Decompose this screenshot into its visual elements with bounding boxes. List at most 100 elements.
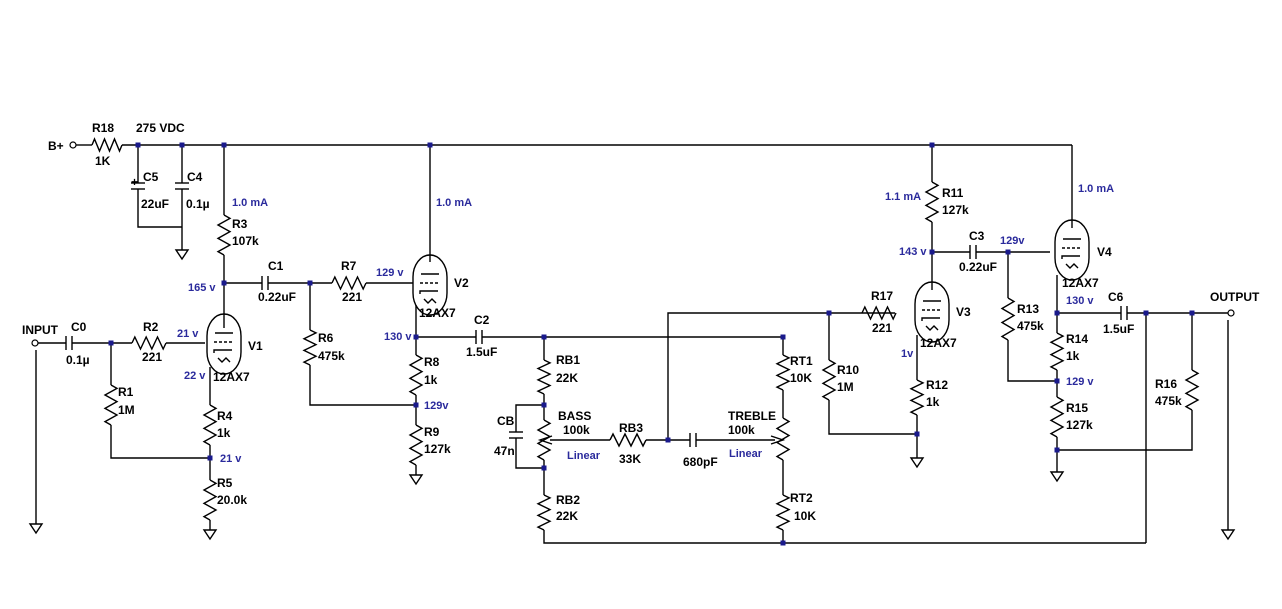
junction: [427, 142, 433, 148]
R9-resistor: [408, 424, 424, 466]
wire: [1007, 340, 1057, 382]
label-R13: R13: [1017, 302, 1039, 316]
label-BASS: BASS: [558, 409, 591, 423]
label-v129c: 129v: [1000, 235, 1025, 247]
junction: [135, 142, 141, 148]
label-CBv: 47n: [494, 444, 515, 458]
junction: [108, 340, 114, 346]
C5-capacitor: [131, 182, 145, 190]
label-output: OUTPUT: [1210, 290, 1260, 304]
label-v130b: 130 v: [1066, 295, 1094, 307]
label-R5v: 20.0k: [217, 493, 247, 507]
wires: [35, 144, 1229, 544]
label-V1t: 12AX7: [213, 370, 250, 384]
label-bplus: B+: [48, 139, 64, 153]
TREBLE-resistor: [775, 417, 791, 461]
label-v130a: 130 v: [384, 331, 412, 343]
R2-resistor: [131, 335, 167, 351]
label-supply: 275 VDC: [136, 121, 185, 135]
label-C0: C0: [71, 320, 87, 334]
label-R18: R18: [92, 121, 114, 135]
junction: [780, 540, 786, 546]
label-R2v: 221: [142, 350, 162, 364]
C6-capacitor: [1120, 306, 1128, 320]
junction: [541, 465, 547, 471]
R13-resistor: [1000, 297, 1016, 341]
label-v21a: 21 v: [177, 328, 199, 340]
label-C6: C6: [1108, 290, 1124, 304]
label-R3i: 1.0 mA: [232, 197, 268, 209]
R14-resistor: [1049, 332, 1065, 371]
label-R4v: 1k: [217, 426, 231, 440]
R4-resistor: [202, 404, 218, 446]
C2-capacitor: [475, 330, 483, 344]
junction-dots: [108, 142, 1195, 546]
junction: [1054, 310, 1060, 316]
junction: [221, 142, 227, 148]
label-RT1v: 10K: [790, 371, 812, 385]
label-R15v: 127k: [1066, 418, 1093, 432]
R15-resistor: [1049, 396, 1065, 438]
label-v165: 165 v: [188, 282, 216, 294]
label-V4: V4: [1097, 245, 1112, 259]
components: +: [28, 137, 1236, 541]
label-R4: R4: [217, 409, 233, 423]
R3-resistor: [216, 214, 232, 256]
R17-resistor: [861, 305, 897, 321]
label-R10: R10: [837, 363, 859, 377]
label-v129b: 129v: [424, 400, 449, 412]
label-V3: V3: [956, 305, 971, 319]
label-TREBLEt: Linear: [729, 448, 763, 460]
label-R11: R11: [942, 186, 964, 200]
RT2-resistor: [775, 494, 791, 531]
RB2-resistor: [536, 494, 552, 531]
label-R5: R5: [217, 476, 233, 490]
label-R12v: 1k: [926, 395, 940, 409]
junction: [413, 402, 419, 408]
junction: [207, 455, 213, 461]
label-V2i: 1.0 mA: [436, 197, 472, 209]
label-R13v: 475k: [1017, 319, 1044, 333]
label-C3: C3: [969, 229, 985, 243]
label-R11v: 127k: [942, 203, 969, 217]
label-R9v: 127k: [424, 442, 451, 456]
label-Ct: 680pF: [683, 455, 718, 469]
label-R10v: 1M: [837, 380, 854, 394]
label-R11i: 1.1 mA: [885, 191, 921, 203]
ground-symbol: [1049, 471, 1065, 483]
label-C1v: 0.22uF: [258, 290, 296, 304]
label-R16v: 475k: [1155, 394, 1182, 408]
label-C4v: 0.1µ: [186, 197, 210, 211]
junction: [307, 280, 313, 286]
junction: [914, 431, 920, 437]
label-R16: R16: [1155, 377, 1177, 391]
wire: [137, 189, 182, 228]
wire: [828, 400, 917, 435]
label-RT1: RT1: [790, 354, 813, 368]
R7-resistor: [331, 275, 367, 291]
label-R3: R3: [232, 217, 248, 231]
junction: [1143, 310, 1149, 316]
terminal: [1227, 309, 1235, 317]
label-V4t: 12AX7: [1062, 276, 1099, 290]
label-v22: 22 v: [184, 370, 206, 382]
junction: [929, 249, 935, 255]
R10-resistor: [821, 359, 837, 401]
junction: [179, 142, 185, 148]
C1-capacitor: [261, 276, 269, 290]
label-R14: R14: [1066, 332, 1088, 346]
junction: [929, 142, 935, 148]
label-R8v: 1k: [424, 373, 438, 387]
ground-symbol: [909, 457, 925, 469]
label-R8: R8: [424, 355, 440, 369]
junction: [780, 334, 786, 340]
label-CB: CB: [497, 414, 515, 428]
wire: [110, 425, 210, 459]
label-C5v: 22uF: [141, 197, 169, 211]
ground-symbol: [28, 523, 44, 535]
label-R17v: 221: [872, 321, 892, 335]
label-C1: C1: [268, 259, 284, 273]
wire: [1057, 410, 1193, 451]
